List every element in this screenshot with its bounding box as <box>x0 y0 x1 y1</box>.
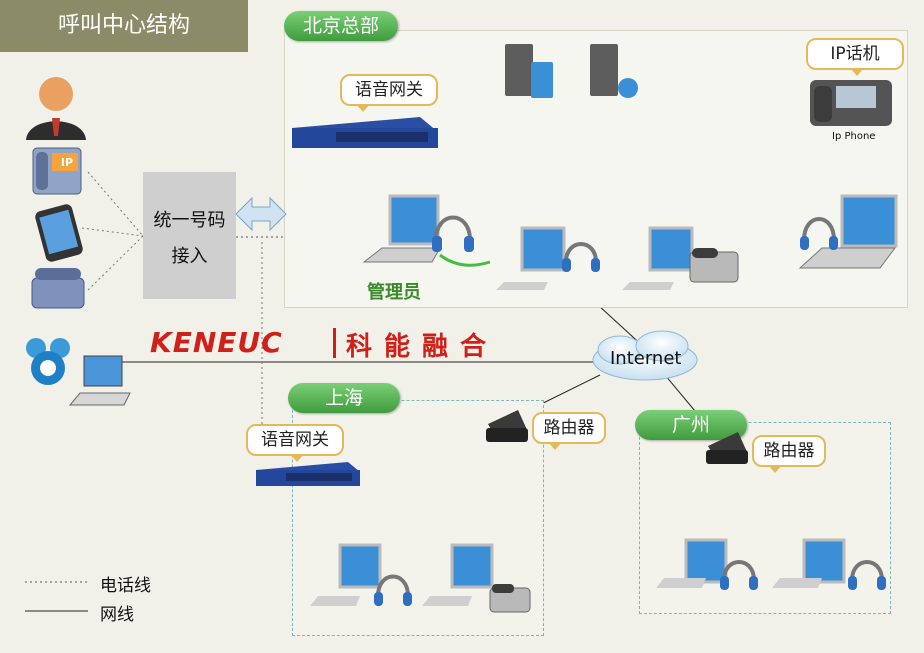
entry-line1: 统一号码 <box>153 210 226 231</box>
beijing-gateway-callout: 语音网关 <box>340 74 438 112</box>
legend-phone-line-label: 电话线 <box>100 576 151 596</box>
beijing-label: 北京总部 <box>284 11 398 41</box>
agent-person-icon <box>26 77 86 140</box>
guangzhou-label: 广州 <box>635 410 747 440</box>
guangzhou-headset-1-icon <box>720 560 758 590</box>
shanghai-pc-2-icon <box>422 543 494 606</box>
unified-number-access-box: 统一号码 接入 <box>143 172 236 299</box>
ip-phone-device-icon <box>810 80 892 126</box>
shanghai-desk-phone-icon <box>489 584 531 613</box>
logo-en: KENEUC <box>150 326 283 359</box>
manager-label: 管理员 <box>367 282 421 303</box>
legend-network-line-label: 网线 <box>100 605 134 625</box>
smartphone-icon <box>35 204 83 262</box>
server-1-icon <box>505 44 553 98</box>
manager-headset-icon <box>432 215 491 267</box>
shanghai-gateway-callout: 语音网关 <box>246 424 344 462</box>
agent-desk-phone-icon <box>689 248 739 283</box>
entry-line2: 接入 <box>171 246 208 267</box>
agent-headset-right-icon <box>800 217 838 250</box>
shanghai-pc-1-icon <box>310 543 382 606</box>
shanghai-headset-icon <box>374 574 412 606</box>
logo-divider <box>333 328 336 358</box>
agent-laptop-right-icon <box>798 194 898 269</box>
agent-pc-2-icon <box>622 226 694 290</box>
internet-cloud-icon <box>592 330 698 381</box>
guangzhou-pc-1-icon <box>656 538 728 588</box>
ip-phone-caption: Ip Phone <box>832 131 876 142</box>
shanghai-router-icon <box>486 410 528 442</box>
shanghai-gateway-switch-icon <box>256 462 360 486</box>
guangzhou-pc-2-icon <box>772 538 846 588</box>
entry-phone-lines <box>81 171 263 455</box>
beijing-gateway-switch-icon <box>292 117 438 148</box>
guangzhou-router-callout: 路由器 <box>752 435 826 473</box>
ip-phone-callout: IP话机 <box>806 38 904 76</box>
server-2-icon <box>590 44 638 98</box>
landline-phone-icon <box>31 268 85 309</box>
shanghai-label: 上海 <box>288 383 400 413</box>
shanghai-router-callout: 路由器 <box>532 412 606 450</box>
remote-user-icon <box>26 338 70 385</box>
agent-headset-1-icon <box>562 242 600 272</box>
ip-badge-label: IP <box>60 156 74 169</box>
remote-laptop-icon <box>68 355 131 406</box>
guangzhou-headset-2-icon <box>848 560 886 590</box>
diagram-title: 呼叫中心结构 <box>0 0 248 52</box>
guangzhou-router-icon <box>706 432 748 464</box>
ip-desk-phone-icon <box>32 147 82 195</box>
logo-cn: 科能融合 <box>346 332 499 362</box>
agent-pc-1-icon <box>496 226 566 290</box>
internet-label: Internet <box>610 348 682 369</box>
